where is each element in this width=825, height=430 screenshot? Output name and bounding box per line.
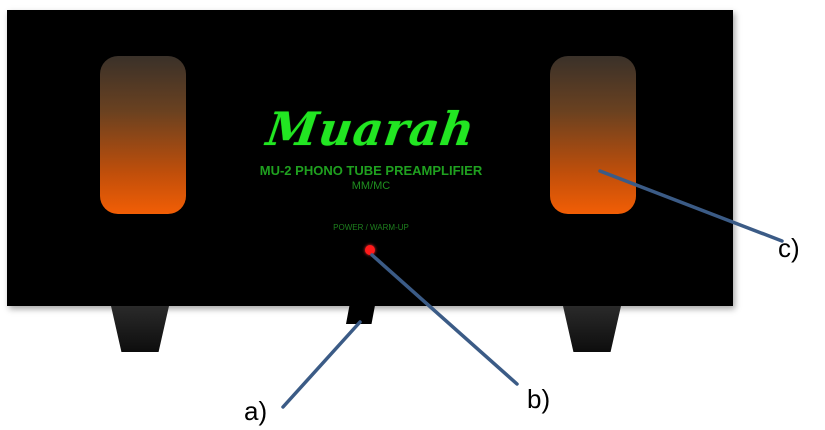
callout-label-c: c) (778, 233, 800, 263)
power-switch[interactable] (346, 300, 376, 324)
callout-label-b: b) (527, 384, 551, 414)
model-name: MU-2 PHONO TUBE PREAMPLIFIER (259, 163, 483, 178)
right-foot (563, 306, 621, 352)
right-tube-window (550, 56, 636, 214)
callout-line-c (598, 169, 784, 243)
power-led-indicator (365, 245, 375, 255)
left-tube-window (100, 56, 186, 214)
left-foot (111, 306, 169, 352)
input-type-label: MM/MC (351, 180, 391, 192)
callout-label-a: a) (244, 396, 268, 426)
callout-line-a (281, 320, 362, 409)
callout-line-b (370, 253, 519, 386)
power-warmup-label: POWER / WARM-UP (333, 223, 409, 232)
preamplifier-front-panel: Muarah MU-2 PHONO TUBE PREAMPLIFIER MM/M… (7, 10, 733, 306)
